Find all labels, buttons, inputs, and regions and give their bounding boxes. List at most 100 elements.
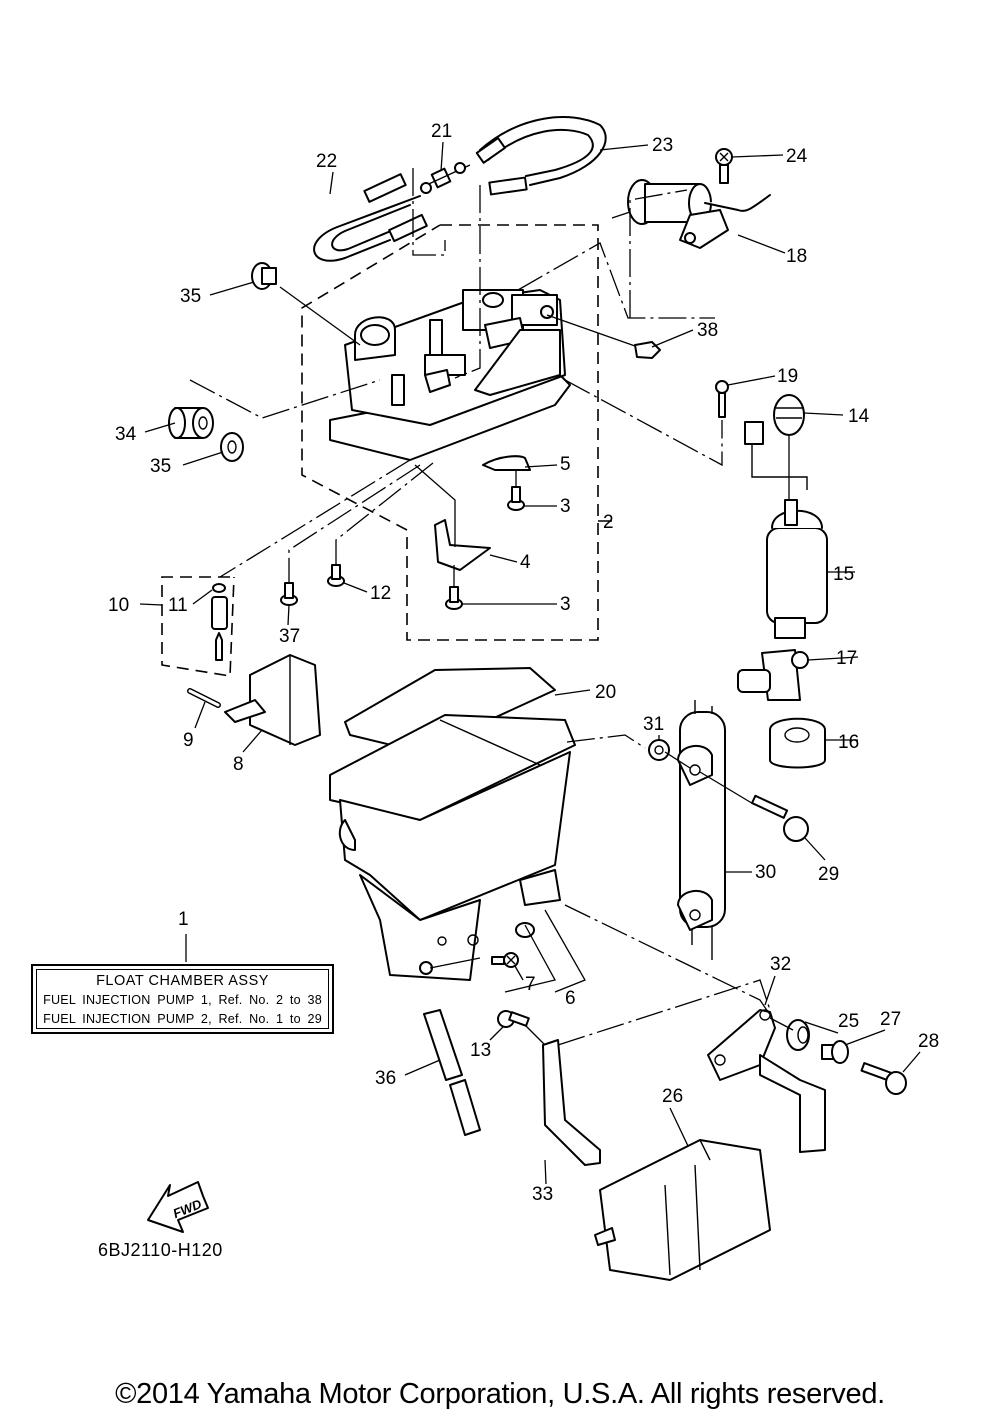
bracket-33 [542,1039,601,1166]
callout-4-plate[interactable]: 4 [520,552,531,573]
reference-lines [185,168,794,1046]
callout-9-pin[interactable]: 9 [183,730,194,751]
fuel-pump-15 [766,499,828,639]
callout-13-bolt[interactable]: 13 [470,1040,491,1061]
screw-37 [280,582,298,606]
pressure-regulator-18 [611,179,771,249]
callout-3-screw[interactable]: 3 [560,594,571,615]
copyright-notice: ©2014 Yamaha Motor Corporation, U.S.A. A… [115,1378,885,1410]
callout-10-needle-valve-set[interactable]: 10 [108,595,129,616]
callout-leader-13 [489,1026,504,1041]
bracket-32 [707,1009,826,1153]
grommet-35-bottom [220,432,244,462]
callout-28-bolt[interactable]: 28 [918,1031,939,1052]
plug-38 [634,341,661,359]
callout-35-grommet[interactable]: 35 [180,286,201,307]
collar-27 [821,1040,849,1064]
callout-14-filter[interactable]: 14 [848,406,870,427]
callout-leader-27 [844,1029,886,1046]
callout-27-collar[interactable]: 27 [880,1009,901,1030]
callout-leader-14 [803,412,844,416]
float-chamber-body [329,667,576,981]
callout-leader-32 [764,975,776,1006]
grommet-34 [168,407,214,439]
callout-34-grommet[interactable]: 34 [115,424,137,445]
callout-6-joint-set[interactable]: 6 [565,988,576,1009]
callout-leader-35 [209,281,255,296]
callout-11-o-ring[interactable]: 11 [168,595,188,616]
callout-leader-33 [544,1159,547,1185]
callout-22-hose[interactable]: 22 [316,151,337,172]
screw-24 [715,148,733,184]
callout-leader-11 [192,589,213,605]
callout-16-holder[interactable]: 16 [838,732,859,753]
callout-24-screw[interactable]: 24 [786,146,808,167]
callout-20-gasket[interactable]: 20 [595,682,616,703]
grommet-35-top [251,262,277,290]
callout-23-hose[interactable]: 23 [652,135,673,156]
float-chamber-cover [329,289,571,461]
callout-33-bracket[interactable]: 33 [532,1184,553,1205]
callout-18-pressure-regulator[interactable]: 18 [786,246,807,267]
callout-leader-37 [287,604,290,626]
plate-5 [482,455,531,471]
callout-1-float-chamber-assy[interactable]: 1 [178,909,189,930]
connector [744,421,808,490]
float-8 [224,654,321,746]
callout-36-hose[interactable]: 36 [375,1068,396,1089]
callout-leader-22 [329,171,334,195]
callout-leader-23 [599,144,649,151]
callout-leader-19 [727,375,776,386]
joint-21 [419,162,471,194]
callout-leader-34 [144,422,176,433]
callout-leader-5 [524,464,558,468]
bolt-29 [750,794,809,842]
screw-3-upper [507,486,525,511]
callout-31-collar[interactable]: 31 [643,714,664,735]
callout-leader-8 [242,729,263,753]
callout-leader-38 [651,329,694,348]
callout-12-screw[interactable]: 12 [370,583,391,604]
callout-37-screw[interactable]: 37 [279,626,300,647]
callout-35-grommet[interactable]: 35 [150,456,171,477]
damper-17 [737,649,809,701]
callout-leader-4 [489,554,518,563]
grommet-25 [786,1019,810,1051]
screw-3-lower [445,586,463,610]
collar-31 [648,739,670,761]
callout-leader-12 [343,582,368,593]
callout-leader-24 [731,154,784,158]
callout-2-float-chamber-cover[interactable]: 2 [603,512,614,533]
callout-leader-18 [737,234,786,254]
callout-leader-10 [139,603,163,606]
screw-12 [327,564,345,587]
callout-leader-17 [807,656,859,661]
needle-valve-set-10 [161,576,235,677]
callout-7-screw[interactable]: 7 [525,974,536,995]
hose-36 [423,1009,481,1136]
callout-leader-29 [804,837,826,861]
callout-15-fuel-pump[interactable]: 15 [833,564,854,585]
callout-25-grommet[interactable]: 25 [838,1011,859,1032]
legend-inner: FLOAT CHAMBER ASSY FUEL INJECTION PUMP 1… [36,969,329,1029]
holder-16 [769,717,826,769]
screw-19 [715,380,729,418]
callout-19-screw[interactable]: 19 [777,366,798,387]
plate-4 [434,519,491,571]
callout-32-bracket[interactable]: 32 [770,954,791,975]
callout-26-fuel-cooler[interactable]: 26 [662,1086,683,1107]
callout-leader-7 [514,965,524,981]
callout-17-damper[interactable]: 17 [836,648,857,669]
callout-5-plate[interactable]: 5 [560,454,571,475]
callout-30-cooler[interactable]: 30 [755,862,776,883]
fwd-arrow-icon: FWD [147,1181,209,1233]
callout-8-float[interactable]: 8 [233,754,244,775]
diagram-code: 6BJ2110-H120 [98,1240,223,1260]
bolt-13 [497,1010,530,1028]
callout-21-joint[interactable]: 21 [431,121,452,142]
callout-38-plug[interactable]: 38 [697,320,718,341]
callout-3-screw[interactable]: 3 [560,496,571,517]
legend-line-pump-1: FUEL INJECTION PUMP 1, Ref. No. 2 to 38 [43,993,322,1007]
callout-29-bolt[interactable]: 29 [818,864,839,885]
